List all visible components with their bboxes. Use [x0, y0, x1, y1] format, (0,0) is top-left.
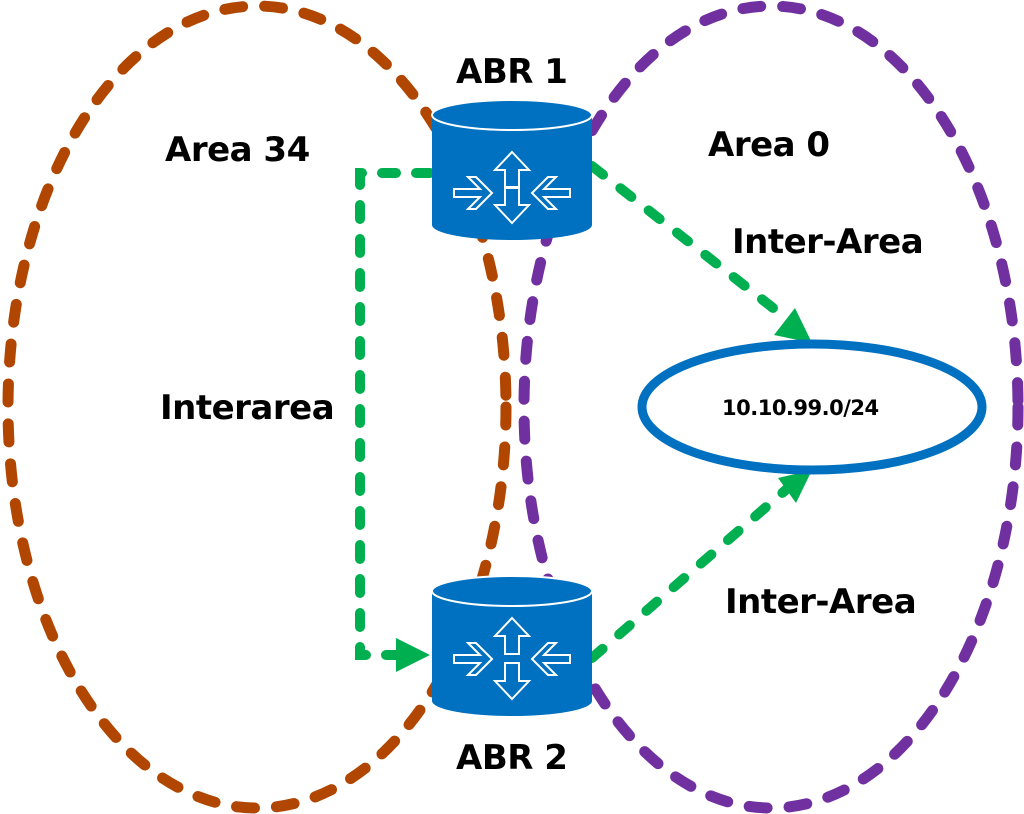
area-label-34: Area 34: [165, 130, 310, 170]
network-label: 10.10.99.0/24: [722, 396, 879, 420]
link-label-interarea: Interarea: [160, 388, 335, 428]
link-abr1-network: [587, 161, 787, 320]
router-abr1[interactable]: [431, 99, 593, 240]
link-abr2-network: [587, 483, 793, 663]
network-node: [637, 339, 987, 475]
router-label-abr1: ABR 1: [456, 52, 568, 92]
area-34-boundary: [2, 0, 512, 814]
arrowhead-abr2-network: [778, 470, 812, 503]
arrowhead-abr1-network: [774, 308, 812, 343]
area-label-0: Area 0: [708, 125, 830, 165]
link-label-abr1-network: Inter-Area: [732, 222, 924, 262]
arrowhead-interarea: [396, 638, 430, 672]
link-interarea: [355, 168, 435, 660]
router-icon: [453, 616, 571, 701]
link-label-abr2-network: Inter-Area: [725, 582, 917, 622]
router-abr2[interactable]: [431, 575, 593, 716]
area-0-boundary: [518, 0, 1024, 814]
router-icon: [453, 150, 571, 225]
router-label-abr2: ABR 2: [456, 738, 568, 778]
